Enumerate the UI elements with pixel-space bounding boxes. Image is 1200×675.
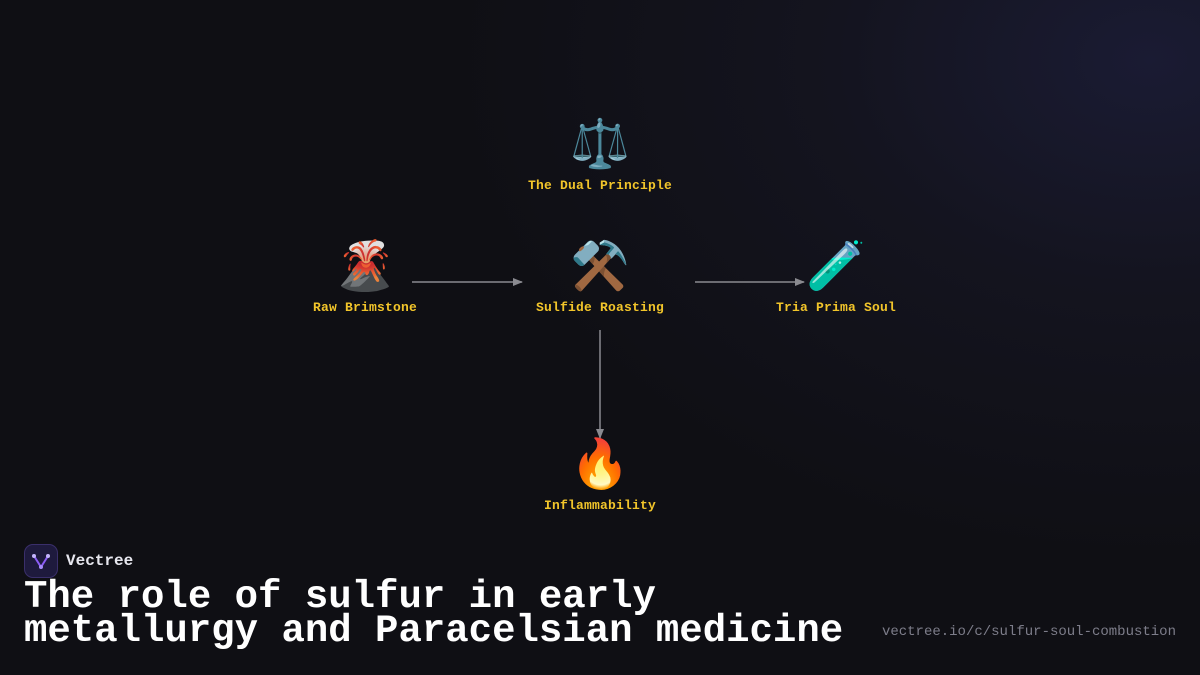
node-label: The Dual Principle [527,178,673,193]
brand-name: Vectree [66,552,134,570]
node-label: Raw Brimstone [312,300,418,315]
node-label: Tria Prima Soul [775,300,897,315]
node-label: Inflammability [543,498,657,513]
hammer-pick-icon: ⚒️ [570,238,630,294]
test-tube-icon: 🧪 [806,238,866,294]
fire-icon: 🔥 [570,436,630,492]
page-title: The role of sulfur in early metallurgy a… [24,575,844,653]
vectree-logo-icon [24,544,58,578]
volcano-icon: 🌋 [335,238,395,294]
node-raw-brimstone: 🌋 Raw Brimstone [255,238,475,315]
brand: Vectree [24,544,133,578]
node-inflammability: 🔥 Inflammability [490,436,710,513]
source-url: vectree.io/c/sulfur-soul-combustion [881,624,1176,640]
node-dual-principle: ⚖️ The Dual Principle [490,116,710,193]
balance-scale-icon: ⚖️ [570,116,630,172]
node-sulfide-roasting: ⚒️ Sulfide Roasting [490,238,710,315]
node-label: Sulfide Roasting [535,300,665,315]
node-tria-prima-soul: 🧪 Tria Prima Soul [726,238,946,315]
